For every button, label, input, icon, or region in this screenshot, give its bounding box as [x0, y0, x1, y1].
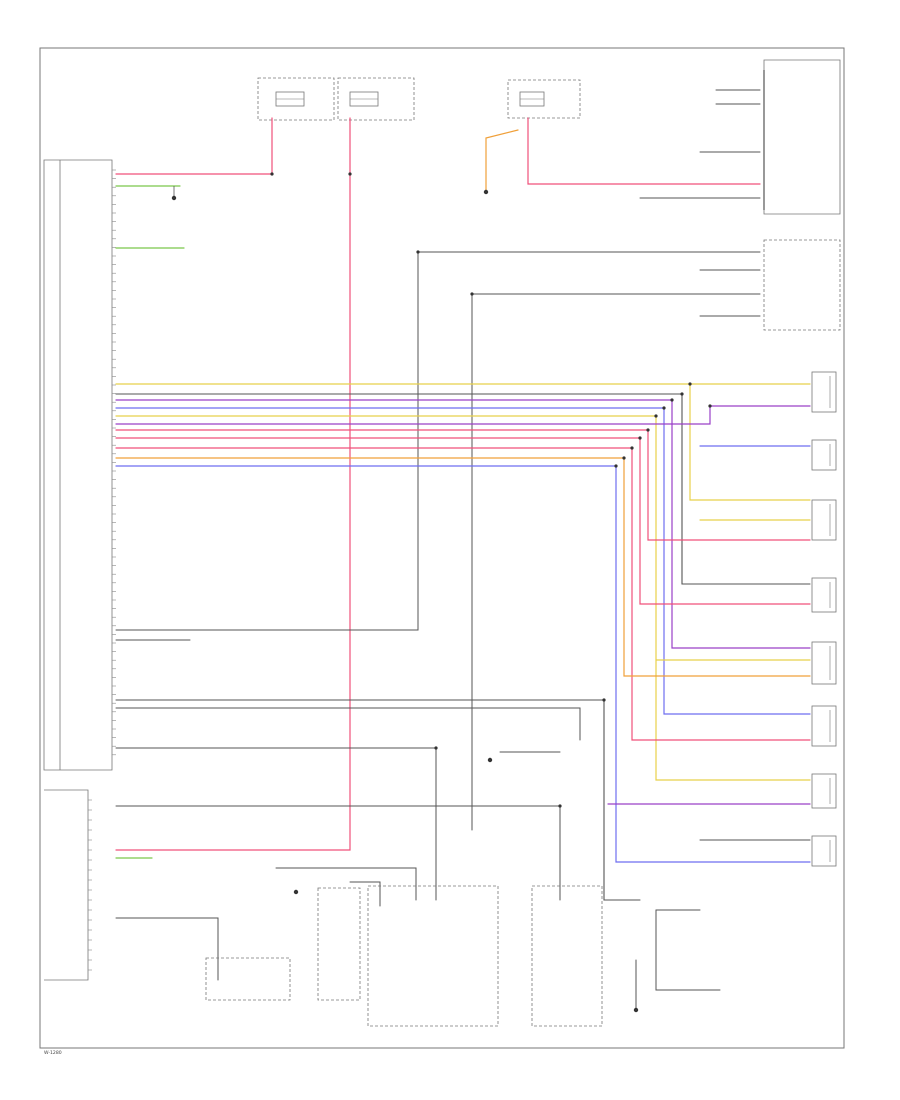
wire-junction-dot	[622, 456, 626, 460]
wire-orange-1	[115, 457, 811, 677]
wire-power-3	[527, 117, 761, 185]
bottom-connector-2	[317, 887, 361, 1001]
wire-blue-1	[115, 407, 811, 715]
wire-junction-dot	[646, 428, 650, 432]
speaker-connectors	[811, 371, 837, 867]
fuse-box-top-center	[507, 79, 581, 119]
amplifier-block	[531, 885, 603, 1027]
wire-junction-dot	[638, 436, 642, 440]
wire-junction-dot	[708, 404, 712, 408]
speaker-connector	[811, 705, 837, 747]
wire-blue-2	[115, 465, 811, 863]
wire-pink-2	[115, 437, 811, 605]
wire-orange-top	[485, 129, 519, 191]
wire-junction-dot	[270, 172, 274, 176]
wire-power-2	[115, 117, 351, 851]
ground-symbol-5	[633, 1007, 639, 1013]
wire-junction-dot	[630, 446, 634, 450]
wire-junction-dot	[670, 398, 674, 402]
main-control-module	[43, 159, 116, 771]
wire-gray-low-7	[349, 881, 381, 907]
wire-bus-a	[115, 251, 761, 631]
wire-junction-dot	[602, 698, 606, 702]
ground-symbol-4	[487, 757, 493, 763]
lower-module-pins	[88, 799, 92, 971]
wire-gray-2	[115, 393, 811, 585]
top-right-module	[763, 59, 841, 215]
wire-junction-dot	[348, 172, 352, 176]
wire-gray-low-6	[275, 867, 417, 901]
fuse-box-left	[257, 77, 335, 121]
wire-pink-1	[115, 429, 811, 541]
speaker-connector	[811, 499, 837, 541]
control-module-pins	[112, 169, 116, 756]
wire-yellow-1	[115, 383, 811, 501]
wire-junction-dot	[654, 414, 658, 418]
ground-symbol-2	[483, 189, 489, 195]
speaker-connector	[811, 641, 837, 685]
speaker-connector	[811, 439, 837, 471]
wire-gray-low-10	[655, 909, 721, 991]
wire-junction-dot	[614, 464, 618, 468]
wire-junction-dot	[470, 292, 474, 296]
wire-junction-dot	[416, 250, 420, 254]
diagram-frame	[39, 47, 845, 1049]
speaker-connector	[811, 773, 837, 809]
fuse-box-right	[337, 77, 415, 121]
antenna-block	[367, 885, 499, 1027]
wire-harness	[115, 89, 811, 1009]
lower-left-module	[44, 789, 92, 981]
speaker-connector	[811, 577, 837, 613]
wire-violet-2	[115, 405, 811, 425]
wire-power-1	[115, 117, 273, 175]
wire-gray-low-5	[115, 917, 219, 981]
antenna-module-right	[763, 239, 841, 331]
wire-junction-dot	[662, 406, 666, 410]
wire-gray-low-1	[115, 699, 641, 901]
wire-junction-dot	[688, 382, 692, 386]
wire-gray-low-3	[115, 747, 437, 901]
wire-pink-3	[115, 447, 811, 741]
ground-symbol-3	[293, 889, 299, 895]
wire-junctions	[270, 172, 712, 808]
bottom-connector-1	[205, 957, 291, 1001]
wire-junction-dot	[680, 392, 684, 396]
ground-symbol-1	[171, 186, 177, 201]
wire-junction-dot	[434, 746, 438, 750]
speaker-connector	[811, 835, 837, 867]
wire-violet-1	[115, 399, 811, 649]
wire-gray-low-2	[115, 707, 581, 741]
wire-junction-dot	[558, 804, 562, 808]
wire-yellow-2	[115, 415, 811, 781]
footer-code: W-1280	[44, 1050, 62, 1056]
speaker-connector	[811, 371, 837, 413]
